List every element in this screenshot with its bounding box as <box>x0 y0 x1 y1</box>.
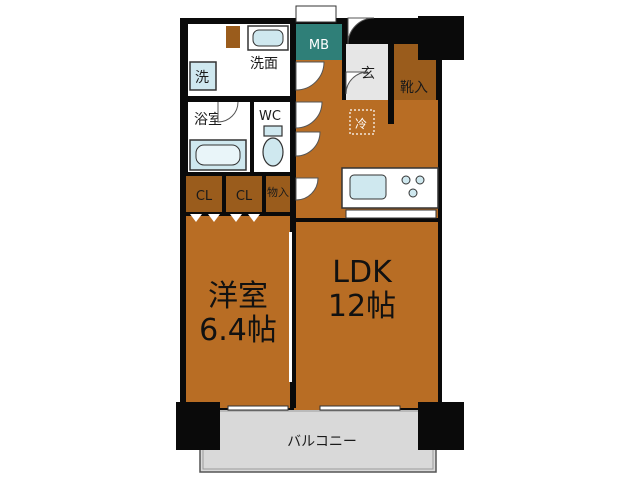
entrance-door-arc <box>347 17 375 45</box>
entrance-inner-door-arc <box>345 71 369 95</box>
ldk-name: LDK <box>332 255 393 290</box>
column-top-right <box>418 16 464 60</box>
toilet-label: WC <box>259 109 281 124</box>
closet-1 <box>186 176 222 214</box>
closet-2-label: CL <box>236 189 253 204</box>
closet-2 <box>226 176 262 214</box>
entrance-label: 玄 <box>361 65 375 82</box>
washbasin-icon <box>247 25 289 51</box>
storage-closet <box>266 176 290 214</box>
ldk-floor <box>296 222 438 408</box>
washer-icon <box>189 61 217 91</box>
storage-label: 物入 <box>267 185 289 199</box>
balcony-label: バルコニー <box>287 434 357 450</box>
meter-box-label: MB <box>309 38 329 53</box>
toilet-icon <box>262 125 284 167</box>
shoe-storage-label: 靴入 <box>400 80 428 96</box>
kitchen-counter <box>341 167 439 219</box>
bath-label: 浴室 <box>194 111 222 128</box>
balcony <box>199 407 437 473</box>
western-room-floor <box>186 216 290 408</box>
towel-rack-icon <box>226 26 240 48</box>
closet-1-label: CL <box>196 189 213 204</box>
washroom-label: 洗面 <box>250 56 278 72</box>
sliding-door <box>289 232 292 382</box>
meter-box <box>296 24 342 60</box>
western-room-name: 洋室 <box>208 279 268 314</box>
washer-label: 洗 <box>195 70 209 86</box>
water-heater-label: 冷 <box>355 117 367 131</box>
closet-door-markers <box>190 214 260 222</box>
column-bottom-left <box>176 402 220 450</box>
bath-door-arc <box>217 101 239 123</box>
bathtub-icon <box>189 139 247 171</box>
western-room-size: 6.4帖 <box>199 313 277 348</box>
hall-doors <box>295 61 325 201</box>
ldk-size: 12帖 <box>328 289 396 324</box>
windows <box>227 5 401 411</box>
column-bottom-right <box>418 402 464 450</box>
water-heater-icon <box>349 109 375 135</box>
